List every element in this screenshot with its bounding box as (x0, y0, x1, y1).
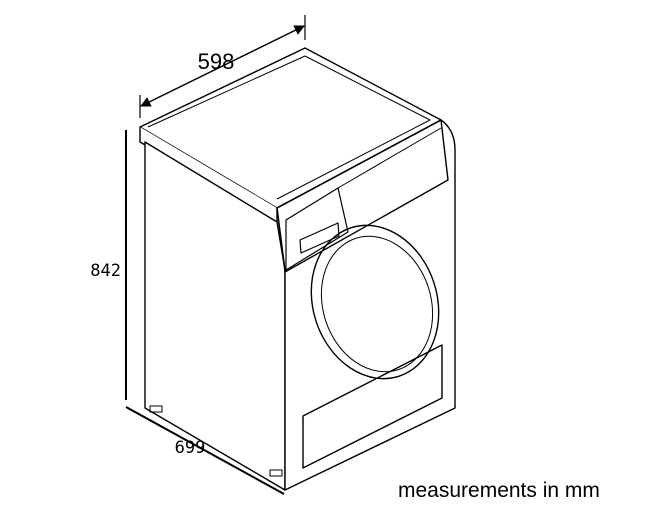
width-dimension-line (140, 25, 305, 107)
control-panel (276, 119, 449, 273)
measurement-unit-note: measurements in mm (398, 479, 600, 502)
width-dimension: 598 (139, 15, 306, 118)
height-label: 842 (90, 261, 121, 281)
dryer-appliance (139, 47, 456, 491)
depth-dimension: 699 (125, 406, 285, 495)
depth-label: 699 (175, 438, 206, 458)
door-outer-ring (310, 224, 440, 380)
foot-left (149, 405, 163, 413)
depth-dimension-line (125, 406, 285, 495)
height-dimension: 842 (90, 130, 127, 400)
display-window (299, 222, 340, 254)
bottom-hatch (302, 344, 443, 469)
door-glass (320, 235, 434, 373)
foot-front (269, 469, 283, 477)
front-panel (276, 119, 456, 491)
width-label: 598 (198, 49, 235, 74)
